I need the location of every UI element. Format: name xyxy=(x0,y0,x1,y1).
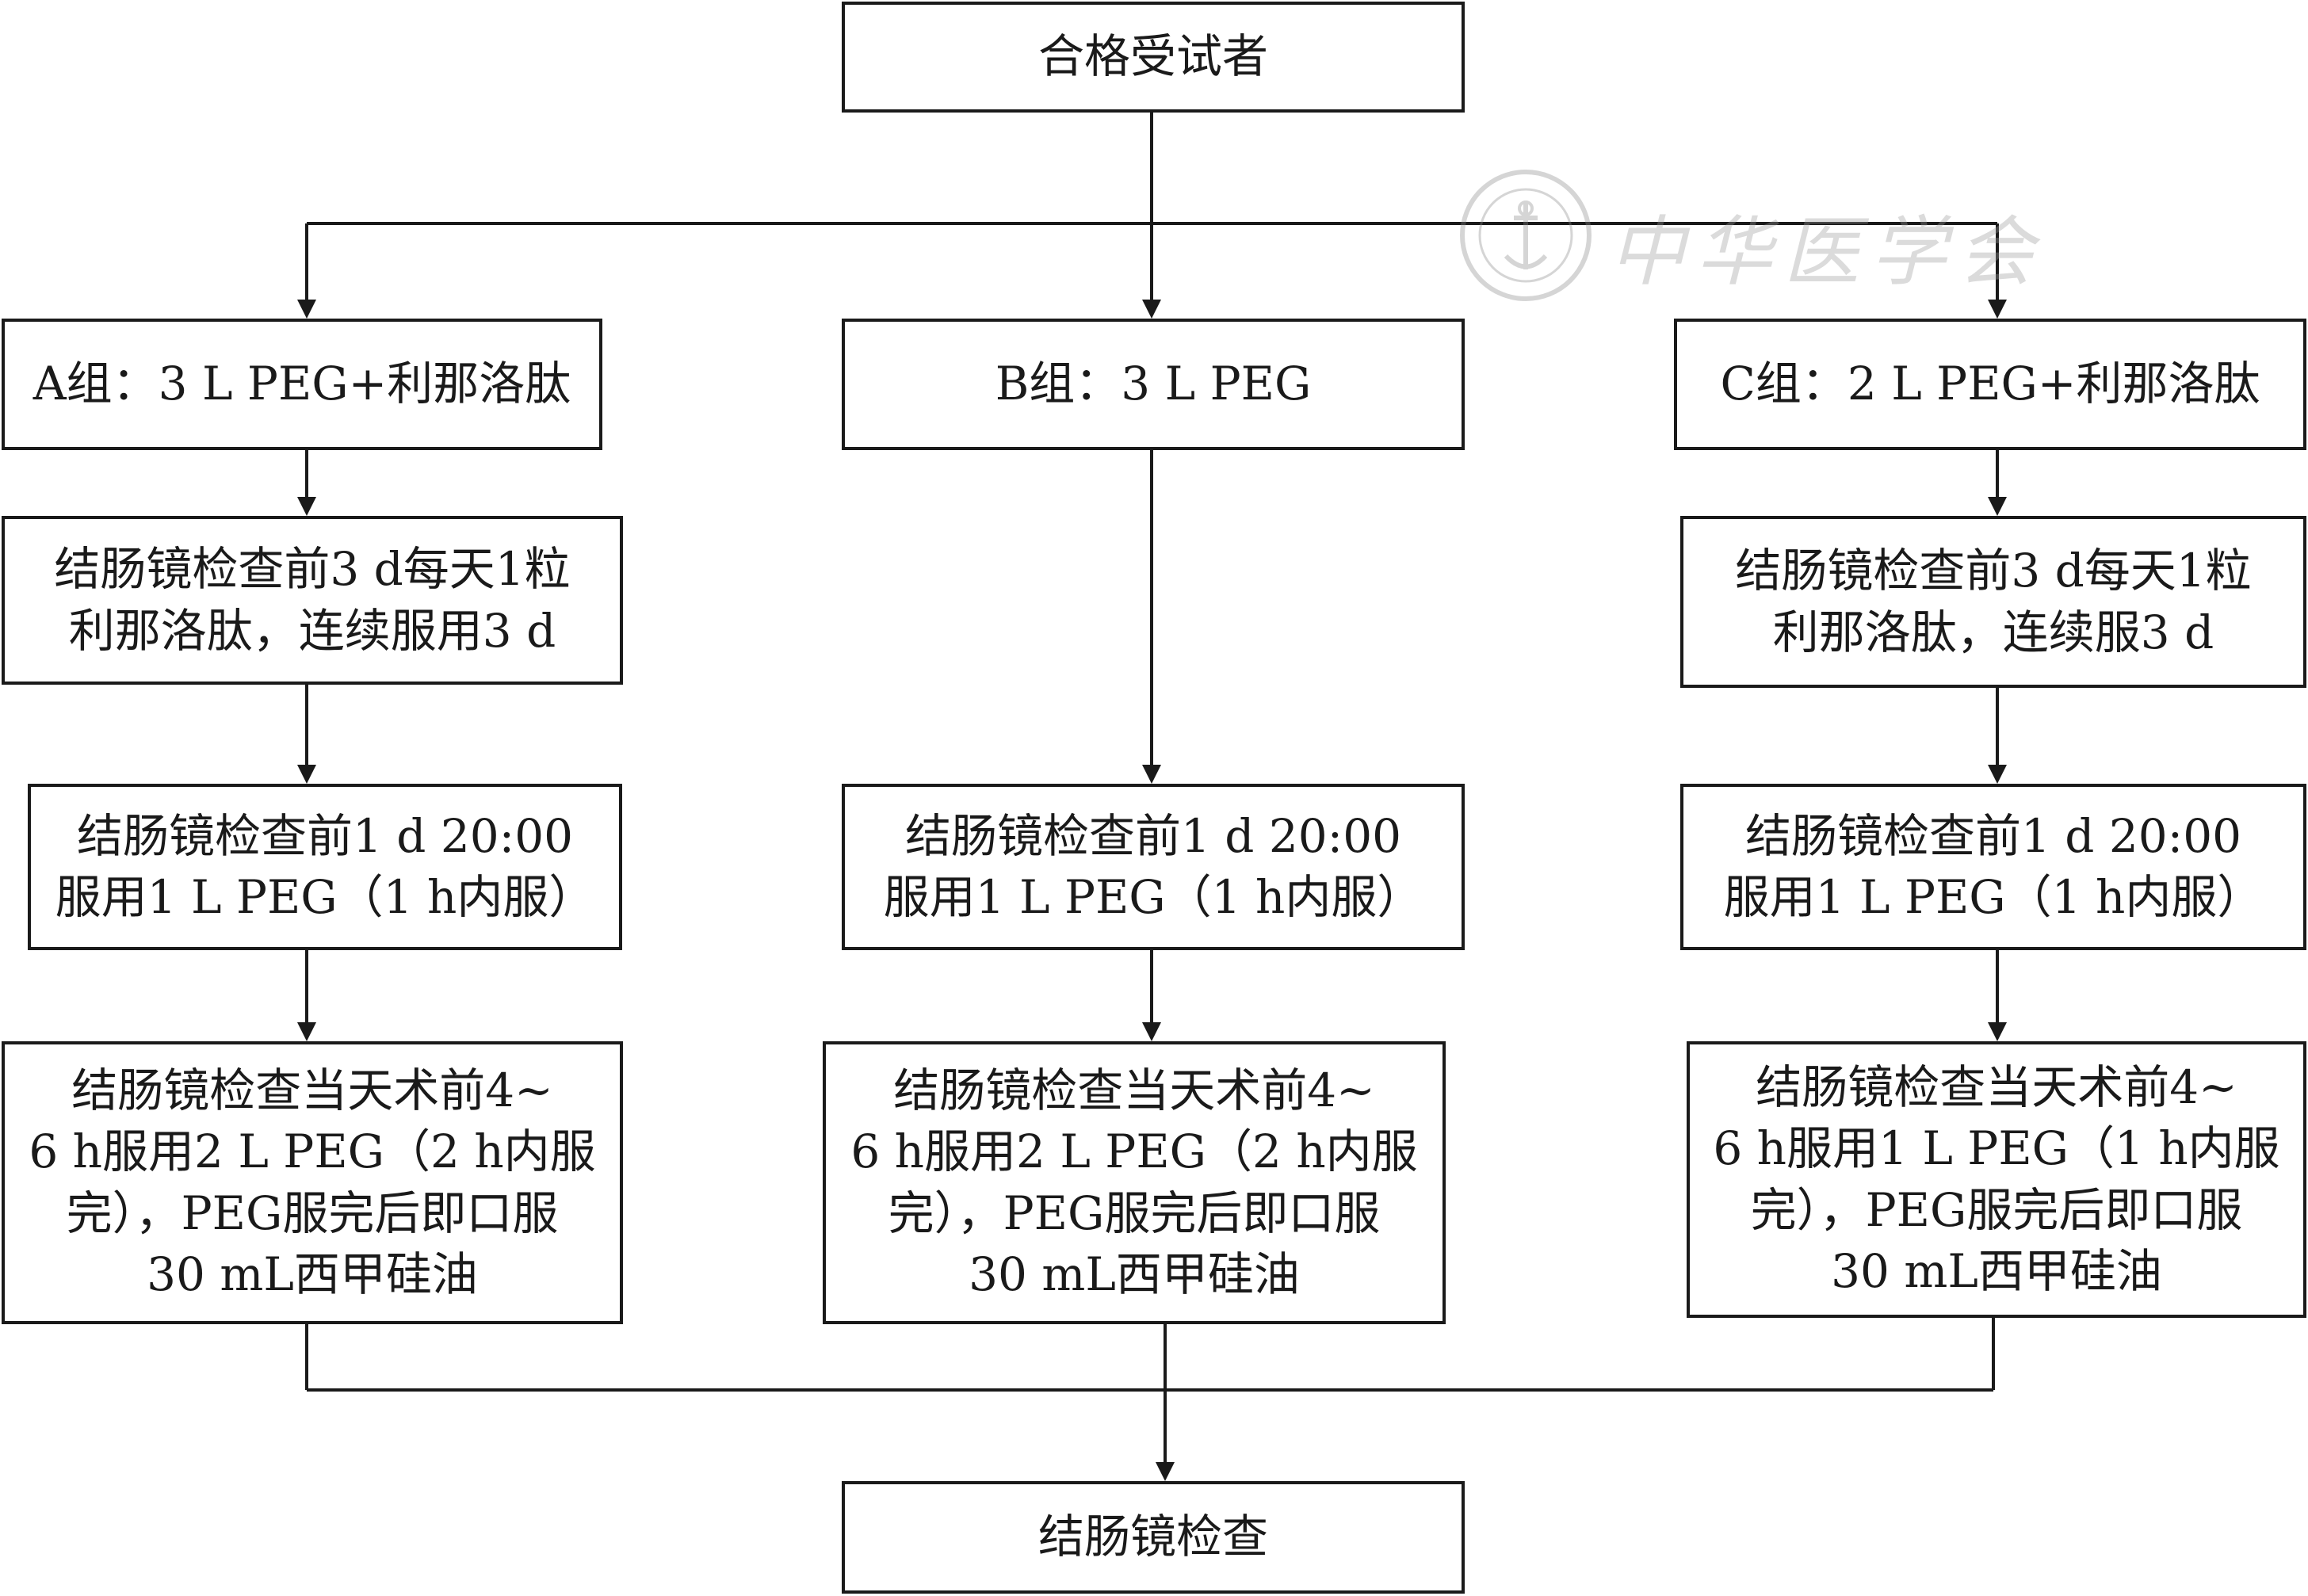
arrowhead-c-1 xyxy=(1988,497,2007,516)
arrowhead-a-1 xyxy=(297,497,316,516)
node-a-evening-peg: 结肠镜检查前1 d 20:00 服用1 L PEG（1 h内服） xyxy=(28,784,622,950)
arrowhead-a-2 xyxy=(297,765,316,784)
node-c-morning-peg: 结肠镜检查当天术前4~ 6 h服用1 L PEG（1 h内服 完），PEG服完后… xyxy=(1687,1041,2306,1318)
arrowhead-c-3 xyxy=(1988,1022,2007,1041)
arrowhead-group-a xyxy=(297,300,316,319)
arrowhead-b-1 xyxy=(1142,765,1161,784)
node-qualified-subjects: 合格受试者 xyxy=(842,2,1465,113)
watermark: 中华医学会 xyxy=(1450,162,2164,309)
arrowhead-bottom xyxy=(1156,1462,1175,1481)
arrowhead-b-2 xyxy=(1142,1022,1161,1041)
arrowhead-c-2 xyxy=(1988,765,2007,784)
society-seal-icon xyxy=(1460,170,1592,301)
node-b-evening-peg: 结肠镜检查前1 d 20:00 服用1 L PEG（1 h内服） xyxy=(842,784,1465,950)
node-group-b: B组：3 L PEG xyxy=(842,319,1465,450)
watermark-text: 中华医学会 xyxy=(1609,208,2045,296)
node-a-linaclotide: 结肠镜检查前3 d每天1粒 利那洛肽，连续服用3 d xyxy=(2,516,623,685)
arrowhead-a-3 xyxy=(297,1022,316,1041)
node-a-morning-peg: 结肠镜检查当天术前4~ 6 h服用2 L PEG（2 h内服 完），PEG服完后… xyxy=(2,1041,623,1324)
arrowhead-group-c xyxy=(1988,300,2007,319)
node-group-a: A组：3 L PEG+利那洛肽 xyxy=(2,319,602,450)
node-b-morning-peg: 结肠镜检查当天术前4~ 6 h服用2 L PEG（2 h内服 完），PEG服完后… xyxy=(823,1041,1446,1324)
node-c-linaclotide: 结肠镜检查前3 d每天1粒 利那洛肽，连续服3 d xyxy=(1680,516,2306,688)
node-c-evening-peg: 结肠镜检查前1 d 20:00 服用1 L PEG（1 h内服） xyxy=(1680,784,2306,950)
node-colonoscopy: 结肠镜检查 xyxy=(842,1481,1465,1594)
node-group-c: C组：2 L PEG+利那洛肽 xyxy=(1674,319,2306,450)
arrowhead-group-b xyxy=(1142,300,1161,319)
